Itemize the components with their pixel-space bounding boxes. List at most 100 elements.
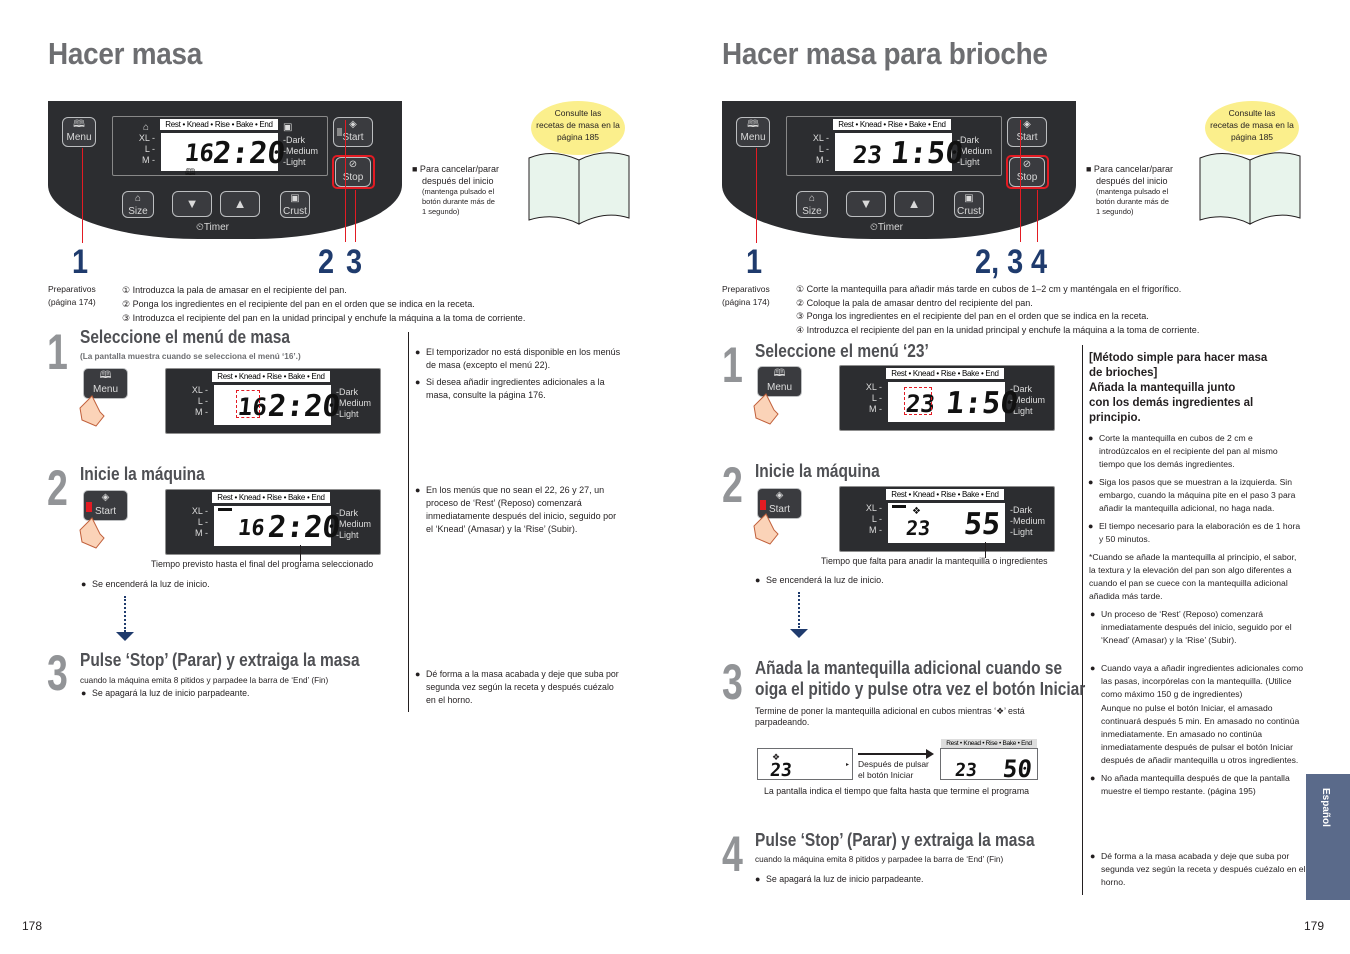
- step-heading: Pulse ‘Stop’ (Parar) y extraiga la masa: [755, 830, 1035, 850]
- step-line: cuando la máquina emita 8 pitidos y parp…: [755, 855, 1004, 864]
- step-line: cuando la máquina emita 8 pitidos y parp…: [80, 676, 329, 685]
- program-stage-bar: Rest • Knead • Rise • Bake • End: [886, 368, 1004, 379]
- method-bullet: Corte la mantequilla en cubos de 2 cm e …: [1088, 432, 1304, 471]
- lcd-time: 2:20: [266, 510, 343, 545]
- cancel-note: ■ Para cancelar/parar después del inicio…: [1086, 164, 1173, 216]
- prep-item: ③ Introduzca el recipiente del pan en la…: [122, 313, 526, 323]
- start-icon: ◈: [101, 492, 110, 503]
- size-indicators: XL -L -M -: [138, 133, 155, 165]
- step-heading: Inicie la máquina: [755, 461, 880, 481]
- language-tab: Español: [1306, 774, 1350, 900]
- control-panel-left: 🕮 Menu Rest • Knead • Rise • Bake • End …: [48, 101, 402, 239]
- lcd-step2-left: Rest • Knead • Rise • Bake • End XL -L -…: [165, 489, 381, 555]
- start-light-on: [760, 500, 766, 510]
- timer-up-button[interactable]: ▲: [220, 191, 260, 217]
- step-number: 3: [722, 654, 743, 710]
- callout-line-4: [1037, 190, 1038, 242]
- lcd-step1-right: Rest • Knead • Rise • Bake • End XL -L -…: [839, 365, 1055, 431]
- flow-arrow-head: [790, 629, 808, 638]
- note: Cuando vaya a añadir ingredientes adicio…: [1090, 662, 1306, 701]
- hand-pointer-icon: [79, 395, 105, 427]
- start-button-label: Start: [1016, 132, 1038, 143]
- hand-pointer-icon: [753, 393, 779, 425]
- stop-button-highlight: [1006, 155, 1049, 189]
- menu-button-illustration: 🕮Menu: [83, 368, 128, 399]
- lcd-step1-left: Rest • Knead • Rise • Bake • End XL -L -…: [165, 368, 381, 434]
- lcd-display: Rest • Knead • Rise • Bake • End XL -L -…: [786, 116, 1002, 176]
- display-before: ❖ 23 ▸: [757, 748, 853, 781]
- lcd-caption: Tiempo previsto hasta el final del progr…: [151, 559, 374, 569]
- callout-number-2-3: 2, 3: [975, 243, 1024, 281]
- step-heading: Añada la mantequilla adicional cuando se…: [755, 658, 1086, 699]
- flow-arrow: [798, 592, 800, 628]
- crust-button[interactable]: ▣ Crust: [280, 191, 310, 218]
- book-icon: 🕮: [73, 119, 85, 130]
- prep-label-left: Preparativos(página 174): [48, 284, 96, 307]
- crust-button-label: Crust: [283, 206, 307, 217]
- step-heading: Seleccione el menú de masa: [80, 327, 290, 347]
- stop-button-label: Stop: [1016, 172, 1038, 183]
- prep-item: ② Coloque la pala de amasar dentro del r…: [796, 297, 1033, 308]
- timer-down-button[interactable]: ▼: [172, 191, 212, 217]
- bread-size-icon: ⌂: [134, 193, 142, 204]
- stop-button[interactable]: ⊘ Stop: [335, 157, 371, 187]
- stop-icon: ⊘: [1022, 159, 1032, 170]
- display-after: Rest • Knead • Rise • Bake • End 23 50: [940, 739, 1038, 783]
- cancel-note: ■ Para cancelar/parar después del inicio…: [412, 164, 499, 216]
- prep-item: ① Introduzca la pala de amasar en el rec…: [122, 285, 347, 295]
- callout-time: [985, 542, 986, 558]
- note: Dé forma a la masa acabada y deje que su…: [415, 668, 626, 707]
- program-stage-bar: Rest • Knead • Rise • Bake • End: [886, 489, 1004, 500]
- flow-arrow-head: [116, 632, 134, 641]
- book-icon: 🕮: [773, 368, 786, 379]
- menu-button[interactable]: 🕮 Menu: [736, 117, 770, 147]
- start-icon: ◈: [349, 119, 357, 130]
- start-button[interactable]: ◈ Start: [1007, 117, 1047, 147]
- rest-stage-bar: [892, 505, 906, 508]
- program-stage-bar: Rest • Knead • Rise • Bake • End: [833, 119, 951, 130]
- method-bullet: Un proceso de ‘Rest’ (Reposo) comenzará …: [1090, 608, 1306, 647]
- crust-button[interactable]: ▣ Crust: [954, 191, 984, 218]
- program-stage-bar: Rest • Knead • Rise • Bake • End: [160, 119, 278, 130]
- crust-indicators: -Dark-Medium-Light: [283, 135, 319, 167]
- note: No añada mantequilla después de que la p…: [1090, 772, 1306, 798]
- method-asterisk: *Cuando se añade la mantequilla al princ…: [1089, 552, 1297, 601]
- butter-icon: ❖: [996, 706, 1004, 716]
- note: Dé forma a la masa acabada y deje que su…: [1090, 850, 1306, 889]
- timer-up-button[interactable]: ▲: [894, 191, 934, 217]
- lcd-time: 2:20: [211, 136, 288, 171]
- timer-down-button[interactable]: ▼: [846, 191, 886, 217]
- timer-icon: ⏲: [196, 222, 204, 233]
- size-button[interactable]: ⌂ Size: [122, 191, 154, 218]
- menu-number-highlight: [904, 387, 932, 415]
- menu-button[interactable]: 🕮 Menu: [62, 117, 96, 147]
- start-icon: ◈: [1023, 119, 1031, 130]
- step-number: 3: [47, 645, 68, 701]
- bullet: Se apagará la luz de inicio parpadeante.: [81, 687, 250, 700]
- start-light-on: [86, 502, 92, 512]
- divider-right: [1082, 345, 1083, 895]
- program-stage-bar: Rest • Knead • Rise • Bake • End: [212, 371, 330, 382]
- open-book-icon: [1199, 152, 1301, 225]
- stop-button-label: Stop: [342, 172, 364, 183]
- prep-item: ④ Introduzca el recipiente del pan en la…: [796, 324, 1200, 335]
- size-button[interactable]: ⌂ Size: [796, 191, 828, 218]
- lcd-menu-number: 23: [851, 141, 884, 169]
- crust-icon: ▣: [283, 122, 293, 133]
- stop-button-highlight: [332, 155, 375, 189]
- step-number: 2: [47, 460, 68, 516]
- stop-button[interactable]: ⊘ Stop: [1009, 157, 1045, 187]
- page-title-left: Hacer masa: [48, 36, 202, 71]
- prep-item: ② Ponga los ingredientes en el recipient…: [122, 299, 475, 309]
- rest-stage-bar: [218, 508, 232, 511]
- size-button-label: Size: [128, 206, 148, 217]
- menu-button-label: Menu: [740, 132, 766, 143]
- prep-list-right: ① Corte la mantequilla para añadir más t…: [796, 283, 1199, 337]
- note: Aunque no pulse el botón Iniciar, el ama…: [1101, 702, 1306, 766]
- page-number-left: 178: [22, 919, 43, 933]
- step-heading: Pulse ‘Stop’ (Parar) y extraiga la masa: [80, 650, 360, 670]
- lcd-display: Rest • Knead • Rise • Bake • End ⌂ XL -L…: [112, 116, 328, 177]
